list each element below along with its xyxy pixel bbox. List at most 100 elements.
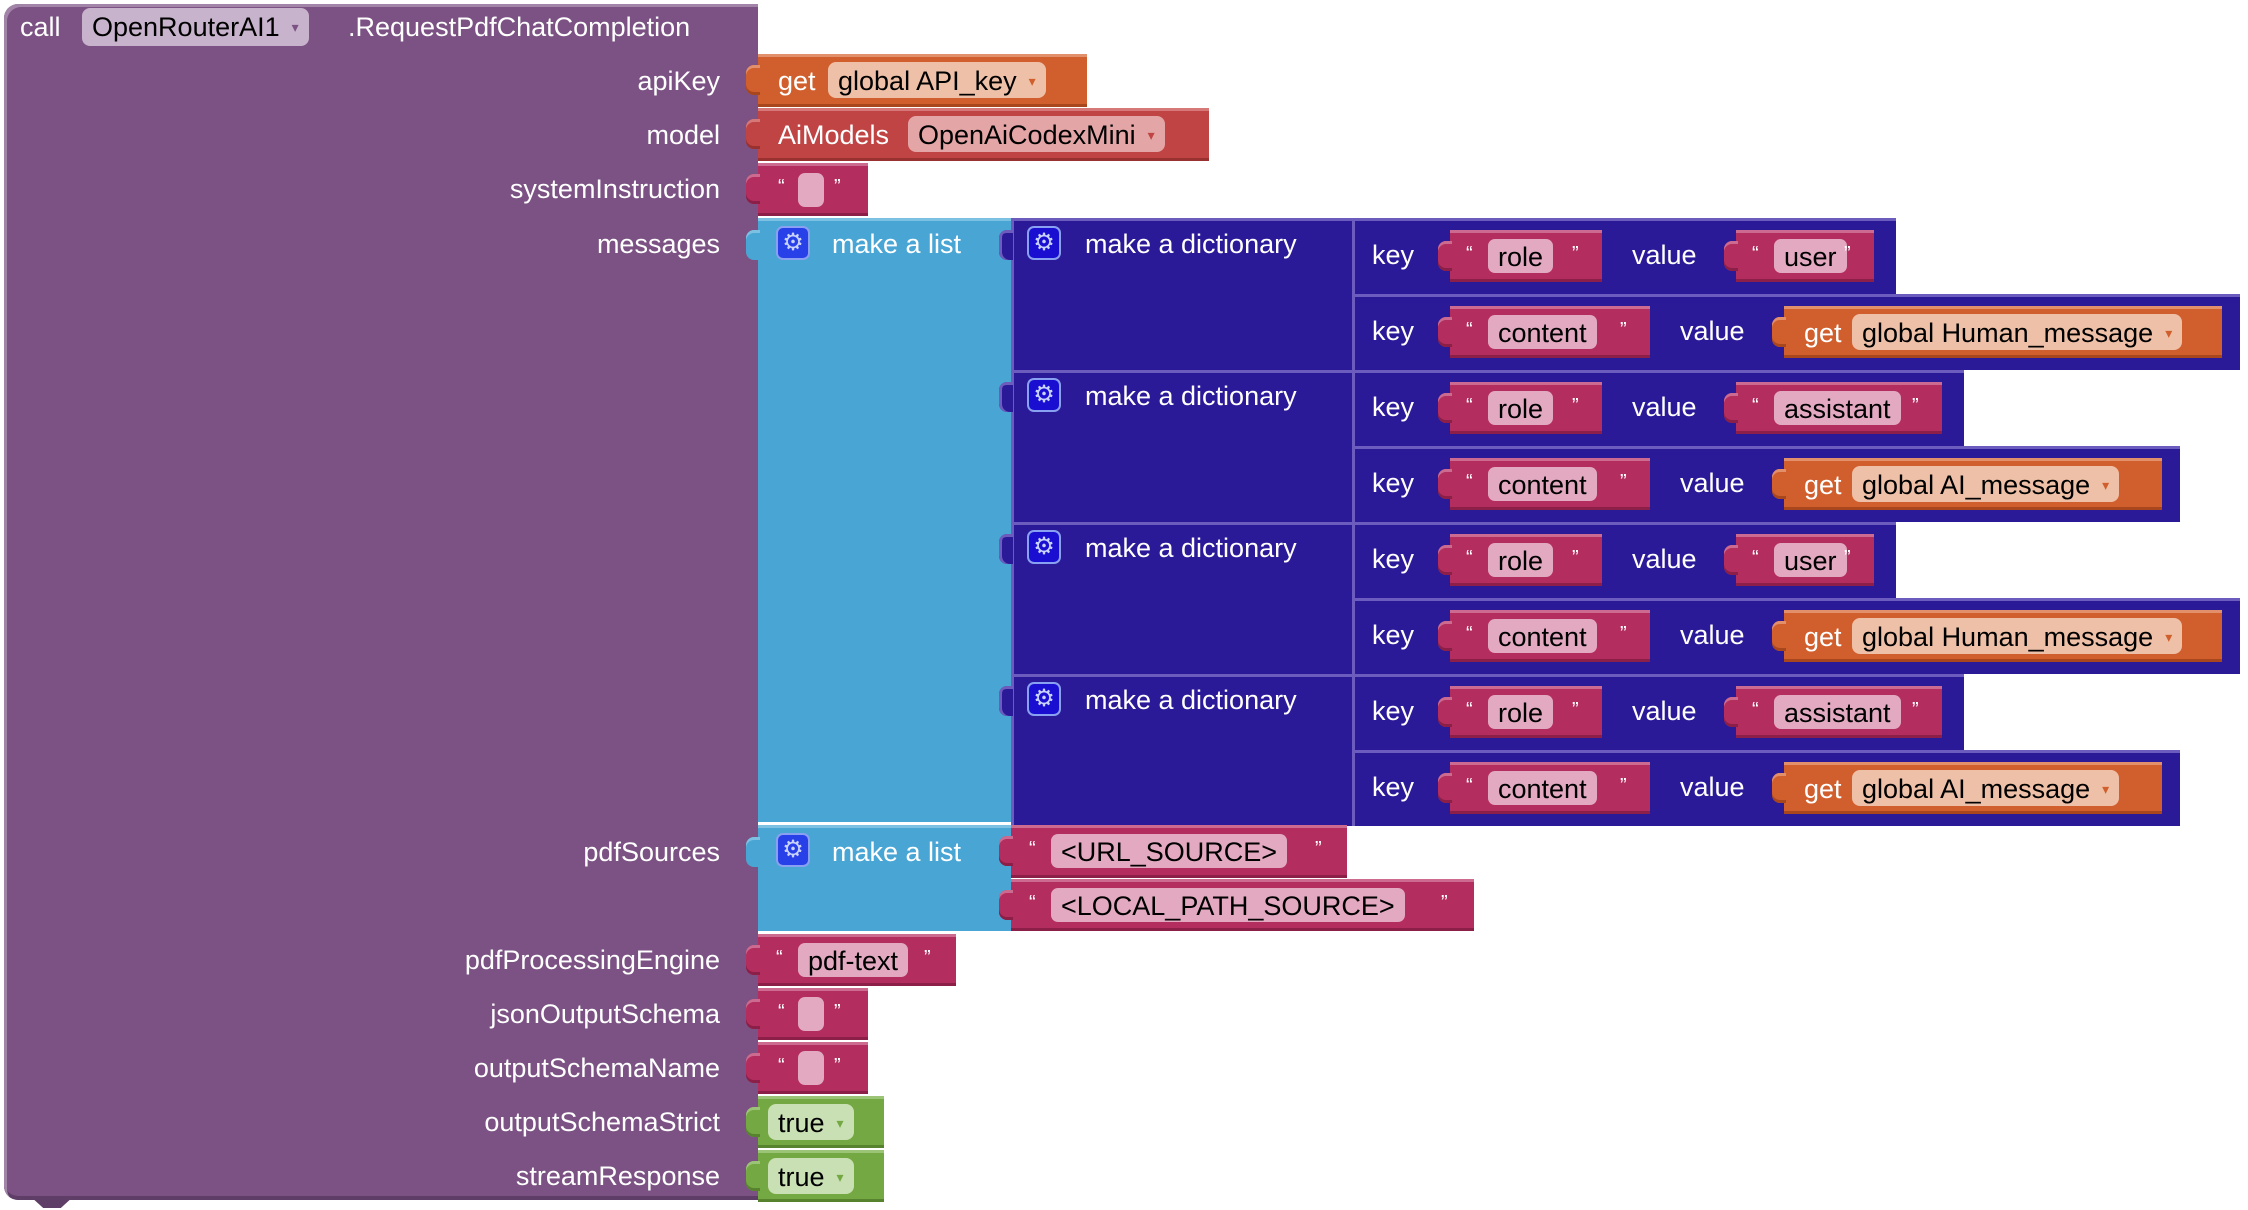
chevron-down-icon: ▾ bbox=[1028, 73, 1036, 89]
input-plug bbox=[746, 65, 760, 95]
text-block[interactable]: “ ” bbox=[746, 1042, 868, 1094]
value-field[interactable]: assistant bbox=[1774, 391, 1901, 425]
gear-icon[interactable]: ⚙ bbox=[1027, 530, 1061, 564]
boolean-block[interactable]: true▾ bbox=[746, 1096, 884, 1148]
make-a-dictionary-block[interactable]: ⚙make a dictionary bbox=[999, 522, 1352, 674]
text-block-key[interactable]: “content” bbox=[1438, 458, 1650, 510]
input-plug bbox=[746, 230, 760, 260]
text-block-key[interactable]: “ role ” bbox=[1438, 686, 1602, 738]
text-block-key[interactable]: “content” bbox=[1438, 610, 1650, 662]
pdf-processing-engine-field[interactable]: pdf-text bbox=[798, 943, 909, 977]
key-field[interactable]: role bbox=[1488, 391, 1554, 425]
open-quote-icon: “ bbox=[778, 1001, 785, 1023]
text-block[interactable]: “ ” bbox=[746, 163, 868, 216]
text-block-key[interactable]: “role” bbox=[1438, 534, 1602, 586]
text-block[interactable]: “ pdf-text ” bbox=[746, 934, 956, 986]
value-label: value bbox=[1680, 316, 1745, 346]
system-instruction-field[interactable] bbox=[798, 173, 824, 207]
component-dropdown[interactable]: OpenRouterAI1▾ bbox=[82, 8, 309, 46]
text-block-key[interactable]: “content” bbox=[1438, 306, 1650, 358]
key-field[interactable]: content bbox=[1488, 771, 1597, 805]
open-quote-icon: “ bbox=[1752, 243, 1759, 265]
close-quote-icon: ” bbox=[1572, 395, 1579, 417]
text-block-value[interactable]: “user” bbox=[1724, 230, 1874, 282]
text-block[interactable]: “ ” bbox=[746, 988, 868, 1040]
input-plug bbox=[999, 686, 1013, 716]
input-plug bbox=[1772, 621, 1786, 651]
component-name: OpenRouterAI1 bbox=[92, 12, 280, 42]
get-variable-block[interactable]: get global Human_message▾ bbox=[1772, 306, 2222, 358]
url-source-field[interactable]: <URL_SOURCE> bbox=[1051, 834, 1288, 868]
key-value-pair-block[interactable]: key“role”value“user” bbox=[1352, 522, 1896, 598]
make-a-dictionary-block[interactable]: ⚙make a dictionary bbox=[999, 674, 1352, 826]
key-value-pair-block[interactable]: key“role”value“user” bbox=[1352, 218, 1896, 294]
value-field[interactable]: assistant bbox=[1774, 695, 1901, 729]
text-block-value[interactable]: “user” bbox=[1724, 534, 1874, 586]
key-field[interactable]: content bbox=[1488, 315, 1597, 349]
json-output-schema-field[interactable] bbox=[798, 997, 824, 1031]
key-value-pair-block[interactable]: key“role”value“assistant” bbox=[1352, 674, 1964, 750]
gear-icon[interactable]: ⚙ bbox=[1027, 226, 1061, 260]
input-plug bbox=[1438, 773, 1452, 803]
open-quote-icon: “ bbox=[1752, 395, 1759, 417]
make-a-dictionary-block[interactable]: ⚙make a dictionary bbox=[999, 370, 1352, 522]
key-field[interactable]: content bbox=[1488, 467, 1597, 501]
value-label: value bbox=[1680, 468, 1745, 498]
input-plug bbox=[1772, 773, 1786, 803]
gear-icon[interactable]: ⚙ bbox=[776, 226, 810, 260]
key-field[interactable]: content bbox=[1488, 619, 1597, 653]
close-quote-icon: ” bbox=[1572, 699, 1579, 721]
model-dropdown[interactable]: OpenAiCodexMini▾ bbox=[908, 116, 1165, 152]
param-label-outputschemastrict: outputSchemaStrict bbox=[484, 1107, 720, 1137]
close-quote-icon: ” bbox=[1572, 243, 1579, 265]
variable-dropdown[interactable]: global API_key▾ bbox=[828, 62, 1046, 98]
close-quote-icon: ” bbox=[1912, 395, 1919, 417]
get-variable-block[interactable]: get global API_key▾ bbox=[746, 54, 1087, 107]
get-label: get bbox=[1804, 318, 1842, 348]
variable-dropdown[interactable]: global AI_message▾ bbox=[1852, 770, 2120, 806]
key-value-pair-block[interactable]: key “ role ” value “ assistant ” bbox=[1352, 370, 1964, 446]
boolean-dropdown[interactable]: true▾ bbox=[768, 1158, 854, 1194]
variable-dropdown[interactable]: global Human_message▾ bbox=[1852, 618, 2183, 654]
variable-dropdown[interactable]: global AI_message▾ bbox=[1852, 466, 2120, 502]
key-field[interactable]: role bbox=[1488, 239, 1554, 273]
variable-dropdown[interactable]: global Human_message▾ bbox=[1852, 314, 2183, 350]
key-label: key bbox=[1372, 392, 1415, 422]
gear-icon[interactable]: ⚙ bbox=[1027, 682, 1061, 716]
output-schema-name-field[interactable] bbox=[798, 1051, 824, 1085]
boolean-dropdown[interactable]: true▾ bbox=[768, 1104, 854, 1140]
open-quote-icon: “ bbox=[1466, 699, 1473, 721]
text-block-local-path-source[interactable]: “ <LOCAL_PATH_SOURCE> ” bbox=[999, 879, 1474, 931]
call-block[interactable] bbox=[4, 4, 758, 1200]
make-a-list-block[interactable]: ⚙ make a list bbox=[746, 218, 1011, 822]
text-block-url-source[interactable]: “ <URL_SOURCE> ” bbox=[999, 825, 1347, 878]
make-a-list-block[interactable]: ⚙ make a list bbox=[746, 825, 1011, 931]
value-field[interactable]: user bbox=[1774, 543, 1847, 577]
text-block-key[interactable]: “role” bbox=[1438, 230, 1602, 282]
local-path-source-field[interactable]: <LOCAL_PATH_SOURCE> bbox=[1051, 888, 1405, 922]
gear-icon[interactable]: ⚙ bbox=[776, 833, 810, 867]
input-plug bbox=[1724, 393, 1738, 423]
key-field[interactable]: role bbox=[1488, 695, 1554, 729]
gear-icon[interactable]: ⚙ bbox=[1027, 378, 1061, 412]
input-plug bbox=[1438, 545, 1452, 575]
make-a-dictionary-block[interactable]: ⚙make a dictionary bbox=[999, 218, 1352, 370]
open-quote-icon: “ bbox=[1466, 775, 1473, 797]
text-block-key[interactable]: “content” bbox=[1438, 762, 1650, 814]
text-block-value[interactable]: “assistant” bbox=[1724, 686, 1942, 738]
list-label: make a list bbox=[832, 837, 962, 867]
value-field[interactable]: user bbox=[1774, 239, 1847, 273]
enum-block[interactable]: AiModels OpenAiCodexMini▾ bbox=[746, 108, 1209, 161]
text-block-key[interactable]: “role” bbox=[1438, 382, 1602, 434]
text-block-value[interactable]: “ assistant ” bbox=[1724, 382, 1942, 434]
boolean-block[interactable]: true▾ bbox=[746, 1150, 884, 1202]
value-label: value bbox=[1632, 392, 1697, 422]
key-field[interactable]: role bbox=[1488, 543, 1554, 577]
